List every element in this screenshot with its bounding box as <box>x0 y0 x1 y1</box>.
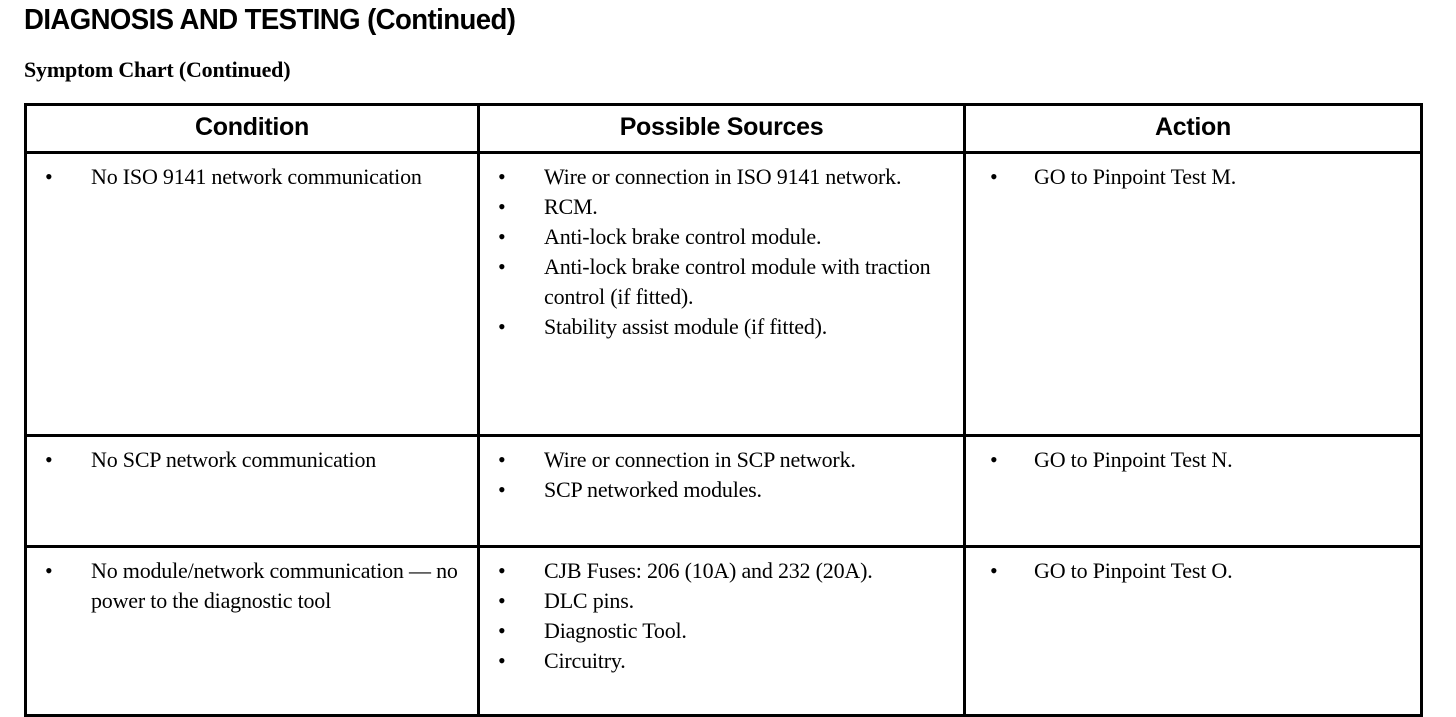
possible-sources-bullet-list: • Wire or connection in ISO 9141 network… <box>486 162 957 342</box>
list-item-text: GO to Pinpoint Test M. <box>1034 164 1237 189</box>
table-body: • No ISO 9141 network communication • Wi… <box>24 151 1423 717</box>
condition-bullet-list: • No module/network communication — no p… <box>33 556 471 616</box>
list-item: • SCP networked modules. <box>486 475 957 505</box>
bullet-icon: • <box>498 314 506 339</box>
bullet-icon: • <box>498 164 506 189</box>
list-item-text: Wire or connection in SCP network. <box>544 447 856 472</box>
list-item: • GO to Pinpoint Test N. <box>972 445 1414 475</box>
cell-action: • GO to Pinpoint Test O. <box>963 545 1423 717</box>
cell-condition: • No module/network communication — no p… <box>24 545 480 717</box>
bullet-icon: • <box>498 254 506 279</box>
list-item-text: SCP networked modules. <box>544 477 762 502</box>
list-item-text: Circuitry. <box>544 648 626 673</box>
bullet-icon: • <box>990 558 998 583</box>
list-item: • Wire or connection in SCP network. <box>486 445 957 475</box>
cell-possible-sources: • Wire or connection in ISO 9141 network… <box>477 151 966 437</box>
condition-bullet-list: • No ISO 9141 network communication <box>33 162 471 192</box>
symptom-chart-table: Condition Possible Sources Action • No I… <box>24 103 1423 717</box>
list-item-text: Anti-lock brake control module with trac… <box>544 254 931 309</box>
bullet-icon: • <box>498 477 506 502</box>
bullet-icon: • <box>990 447 998 472</box>
table-row: • No module/network communication — no p… <box>24 545 1423 717</box>
action-bullet-list: • GO to Pinpoint Test N. <box>972 445 1414 475</box>
list-item-text: DLC pins. <box>544 588 634 613</box>
bullet-icon: • <box>498 194 506 219</box>
cell-condition: • No SCP network communication <box>24 434 480 548</box>
cell-condition: • No ISO 9141 network communication <box>24 151 480 437</box>
list-item: • GO to Pinpoint Test M. <box>972 162 1414 192</box>
bullet-icon: • <box>498 558 506 583</box>
cell-action: • GO to Pinpoint Test N. <box>963 434 1423 548</box>
action-bullet-list: • GO to Pinpoint Test O. <box>972 556 1414 586</box>
list-item: • RCM. <box>486 192 957 222</box>
bullet-icon: • <box>45 558 53 583</box>
list-item-text: Diagnostic Tool. <box>544 618 687 643</box>
list-item: • Anti-lock brake control module with tr… <box>486 252 957 312</box>
list-item-text: No SCP network communication <box>91 447 377 472</box>
bullet-icon: • <box>990 164 998 189</box>
cell-possible-sources: • Wire or connection in SCP network. • S… <box>477 434 966 548</box>
condition-bullet-list: • No SCP network communication <box>33 445 471 475</box>
list-item-text: Anti-lock brake control module. <box>544 224 822 249</box>
list-item: • Wire or connection in ISO 9141 network… <box>486 162 957 192</box>
column-header-possible-sources: Possible Sources <box>477 103 966 154</box>
list-item-text: Wire or connection in ISO 9141 network. <box>544 164 902 189</box>
list-item-text: RCM. <box>544 194 598 219</box>
cell-action: • GO to Pinpoint Test M. <box>963 151 1423 437</box>
table-row: • No ISO 9141 network communication • Wi… <box>24 151 1423 437</box>
list-item: • Circuitry. <box>486 646 957 676</box>
section-subtitle: Symptom Chart (Continued) <box>24 57 291 82</box>
table-row: • No SCP network communication • Wire or… <box>24 434 1423 548</box>
table-header-row: Condition Possible Sources Action <box>24 103 1423 154</box>
list-item-text: Stability assist module (if fitted). <box>544 314 828 339</box>
bullet-icon: • <box>498 648 506 673</box>
list-item: • Diagnostic Tool. <box>486 616 957 646</box>
page-title: DIAGNOSIS AND TESTING (Continued) <box>24 4 516 36</box>
bullet-icon: • <box>498 588 506 613</box>
list-item: • GO to Pinpoint Test O. <box>972 556 1414 586</box>
list-item: • CJB Fuses: 206 (10A) and 232 (20A). <box>486 556 957 586</box>
possible-sources-bullet-list: • CJB Fuses: 206 (10A) and 232 (20A). • … <box>486 556 957 676</box>
list-item-text: No ISO 9141 network communication <box>91 164 422 189</box>
bullet-icon: • <box>498 447 506 472</box>
bullet-icon: • <box>498 618 506 643</box>
list-item-text: CJB Fuses: 206 (10A) and 232 (20A). <box>544 558 873 583</box>
action-bullet-list: • GO to Pinpoint Test M. <box>972 162 1414 192</box>
list-item: • Stability assist module (if fitted). <box>486 312 957 342</box>
list-item: • DLC pins. <box>486 586 957 616</box>
list-item-text: GO to Pinpoint Test N. <box>1034 447 1233 472</box>
list-item-text: GO to Pinpoint Test O. <box>1034 558 1233 583</box>
bullet-icon: • <box>45 164 53 189</box>
bullet-icon: • <box>498 224 506 249</box>
list-item-text: No module/network communication — no pow… <box>91 558 458 613</box>
possible-sources-bullet-list: • Wire or connection in SCP network. • S… <box>486 445 957 505</box>
column-header-condition: Condition <box>24 103 480 154</box>
list-item: • No module/network communication — no p… <box>33 556 471 616</box>
list-item: • No SCP network communication <box>33 445 471 475</box>
bullet-icon: • <box>45 447 53 472</box>
cell-possible-sources: • CJB Fuses: 206 (10A) and 232 (20A). • … <box>477 545 966 717</box>
document-page: DIAGNOSIS AND TESTING (Continued) Sympto… <box>24 4 1423 717</box>
column-header-action: Action <box>963 103 1423 154</box>
list-item: • Anti-lock brake control module. <box>486 222 957 252</box>
list-item: • No ISO 9141 network communication <box>33 162 471 192</box>
